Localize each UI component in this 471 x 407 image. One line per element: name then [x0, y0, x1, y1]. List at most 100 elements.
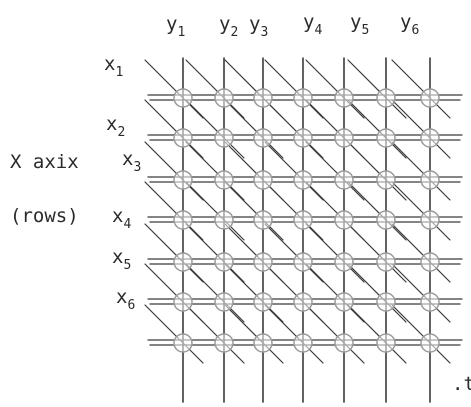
diagonal-wire-r5-c4: [264, 223, 324, 283]
diagonal-wire-r5-c1: [144, 223, 204, 283]
crossing-node-r3-c4: [293, 170, 313, 190]
column-label-y3: y3: [249, 13, 268, 40]
diagonal-wire-r7-c6: [347, 304, 407, 364]
diagonal-wire-r3-c4: [264, 141, 324, 201]
row-label-x6: x6: [116, 286, 135, 313]
column-label-y1: y1: [166, 13, 185, 40]
row-label-x5: x5: [112, 246, 131, 273]
crossing-node-r4-c7: [420, 210, 440, 230]
diagonal-wire-r7-c7: [391, 304, 451, 364]
diagonal-wire-r6-c6: [347, 263, 407, 323]
crossing-node-r2-c7: [420, 128, 440, 148]
diagonal-wire-r7-c1: [144, 304, 204, 364]
crossing-node-r5-c7: [420, 252, 440, 272]
diagonal-wire-r1-c1: [144, 59, 204, 119]
crossing-node-r6-c2: [214, 292, 234, 312]
diagonal-wire-r6-c3: [224, 263, 284, 323]
crossing-node-r6-c1: [173, 292, 193, 312]
crossing-node-r2-c2: [214, 128, 234, 148]
crossing-node-r5-c5: [334, 252, 354, 272]
diagonal-wire-r7-c4: [264, 304, 324, 364]
crossing-node-r5-c4: [293, 252, 313, 272]
diagonal-wire-r7-c5: [305, 304, 365, 364]
column-label-y5: y5: [350, 11, 369, 38]
diagonal-wire-r4-c1: [144, 181, 204, 241]
crossing-node-r2-c5: [334, 128, 354, 148]
crossing-node-r1-c3: [253, 88, 273, 108]
crossing-node-r3-c5: [334, 170, 354, 190]
axis-note: (rows): [10, 205, 79, 227]
crossing-node-r6-c5: [334, 292, 354, 312]
column-label-y2: y2: [219, 13, 238, 40]
diagonal-wire-r3-c7: [391, 141, 451, 201]
crossing-node-r7-c2: [214, 333, 234, 353]
diagonal-wire-r2-c7: [391, 99, 451, 159]
row-label-x1: x1: [104, 53, 123, 80]
crossing-node-r5-c1: [173, 252, 193, 272]
crossing-node-r4-c3: [253, 210, 273, 230]
diagonal-wire-r5-c5: [305, 223, 365, 283]
crossing-node-r7-c4: [293, 333, 313, 353]
diagonal-wire-r6-c5: [305, 263, 365, 323]
crossing-node-r5-c2: [214, 252, 234, 272]
crossing-node-r7-c5: [334, 333, 354, 353]
column-label-y4: y4: [303, 11, 322, 38]
crossing-node-r4-c4: [293, 210, 313, 230]
diagonal-wire-r4-c3: [224, 181, 284, 241]
row-label-x2: x2: [106, 113, 125, 140]
diagonal-wire-r1-c6: [347, 59, 407, 119]
crossing-node-r1-c4: [293, 88, 313, 108]
crossing-node-r6-c3: [253, 292, 273, 312]
diagonal-wire-r3-c6: [347, 141, 407, 201]
diagonal-wire-r4-c4: [264, 181, 324, 241]
crossing-node-r1-c1: [173, 88, 193, 108]
diagonal-wire-r4-c7: [391, 181, 451, 241]
diagonal-wire-r5-c2: [185, 223, 245, 283]
diagonal-wire-r2-c4: [264, 99, 324, 159]
diagonal-wire-r4-c6: [347, 181, 407, 241]
crossing-node-r3-c1: [173, 170, 193, 190]
diagonal-wire-r5-c7: [391, 223, 451, 283]
crossing-node-r4-c2: [214, 210, 234, 230]
crossing-node-r4-c6: [376, 210, 396, 230]
crossing-node-r3-c2: [214, 170, 234, 190]
diagonal-wire-r1-c7: [391, 59, 451, 119]
crossing-node-r6-c6: [376, 292, 396, 312]
diagonal-wire-r1-c4: [264, 59, 324, 119]
row-label-x4: x4: [112, 205, 131, 232]
diagonal-wire-r2-c6: [347, 99, 407, 159]
crossing-node-r1-c5: [334, 88, 354, 108]
crossing-node-r2-c3: [253, 128, 273, 148]
diagonal-wire-r1-c2: [185, 59, 245, 119]
crossing-node-r1-c2: [214, 88, 234, 108]
diagonal-wire-r2-c1: [144, 99, 204, 159]
crossing-node-r7-c7: [420, 333, 440, 353]
diagonal-wire-r2-c2: [185, 99, 245, 159]
row-label-x3: x3: [122, 148, 141, 175]
diagonal-wire-r3-c2: [185, 141, 245, 201]
crossing-node-r2-c1: [173, 128, 193, 148]
diagonal-wire-r7-c3: [224, 304, 284, 364]
crossing-node-r7-c6: [376, 333, 396, 353]
crossing-node-r7-c1: [173, 333, 193, 353]
diagonal-wire-r4-c2: [185, 181, 245, 241]
crossing-node-r6-c7: [420, 292, 440, 312]
diagonal-wire-r2-c3: [224, 99, 284, 159]
grid-nodes: [173, 88, 440, 353]
crossing-node-r1-c7: [420, 88, 440, 108]
diagonal-wire-r3-c5: [305, 141, 365, 201]
diagonal-wire-r3-c1: [144, 141, 204, 201]
diagonal-wire-r6-c7: [391, 263, 451, 323]
crossing-node-r5-c3: [253, 252, 273, 272]
crossing-node-r3-c6: [376, 170, 396, 190]
crossing-node-r4-c1: [173, 210, 193, 230]
crossing-node-r3-c3: [253, 170, 273, 190]
crossing-node-r7-c3: [253, 333, 273, 353]
edge-text-fragment: .t: [452, 373, 471, 395]
crossing-node-r3-c7: [420, 170, 440, 190]
crossing-node-r5-c6: [376, 252, 396, 272]
crossing-node-r1-c6: [376, 88, 396, 108]
column-label-y6: y6: [400, 11, 419, 38]
crossing-node-r2-c4: [293, 128, 313, 148]
